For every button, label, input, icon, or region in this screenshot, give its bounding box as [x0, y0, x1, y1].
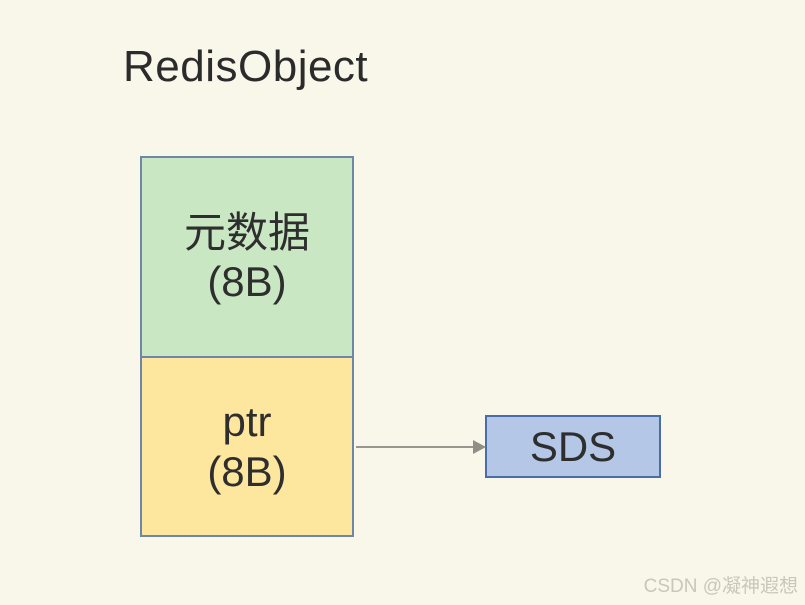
ptr-size-label: (8B)	[207, 447, 287, 495]
watermark-text: CSDN @凝神遐想	[643, 576, 798, 597]
metadata-label: 元数据	[183, 208, 310, 256]
ptr-box: ptr (8B)	[140, 356, 354, 537]
sds-label: SDS	[529, 422, 617, 470]
ptr-label: ptr	[222, 398, 272, 446]
ptr-to-sds-arrow-line	[356, 446, 475, 448]
sds-box: SDS	[485, 415, 661, 478]
metadata-box: 元数据 (8B)	[140, 156, 354, 358]
metadata-size-label: (8B)	[207, 258, 287, 305]
arrow-head-icon	[473, 440, 486, 454]
diagram-title: RedisObject	[123, 42, 369, 91]
